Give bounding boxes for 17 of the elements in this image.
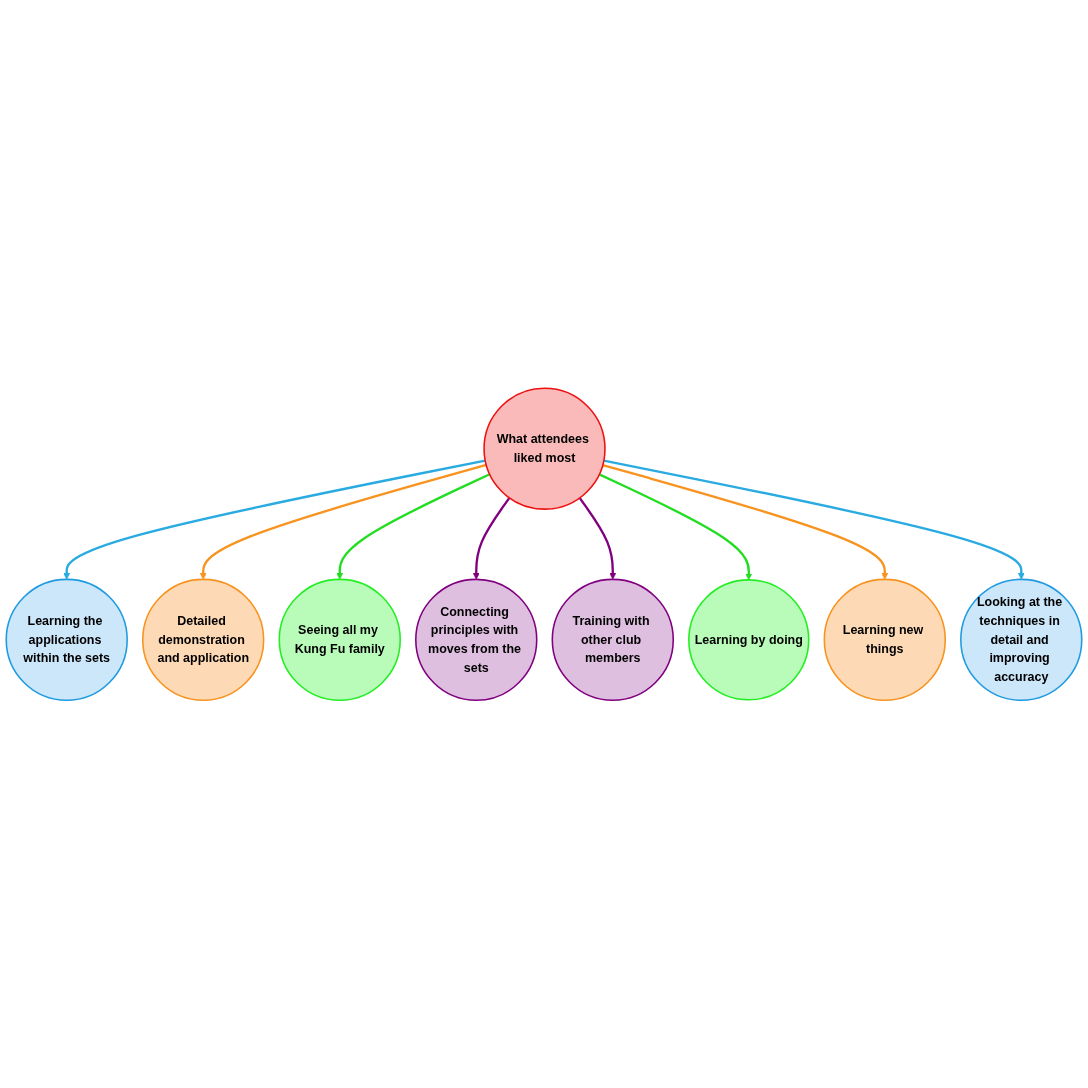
node-circle: Detailed demonstration and application [142, 578, 265, 701]
node-circle: Learning the applications within the sets [5, 578, 128, 701]
arrow [336, 472, 491, 580]
arrow [603, 459, 1025, 580]
node-circle: Training with other club members [551, 578, 674, 701]
arrow [472, 496, 511, 580]
node-circle: What attendees liked most [483, 387, 606, 510]
arrow [602, 463, 889, 580]
node-circle: Learning new things [823, 578, 946, 701]
arrow [63, 459, 486, 580]
node-circle: Seeing all my Kung Fu family [278, 578, 401, 701]
node-circle: Connecting principles with moves from the sets [415, 578, 538, 701]
node-circle: Looking at the techniques in detail and improving accuracy [960, 578, 1083, 701]
arrow [578, 496, 617, 580]
arrow [199, 463, 487, 580]
node-circle: Learning by doing [688, 578, 810, 701]
arrow [598, 473, 753, 580]
